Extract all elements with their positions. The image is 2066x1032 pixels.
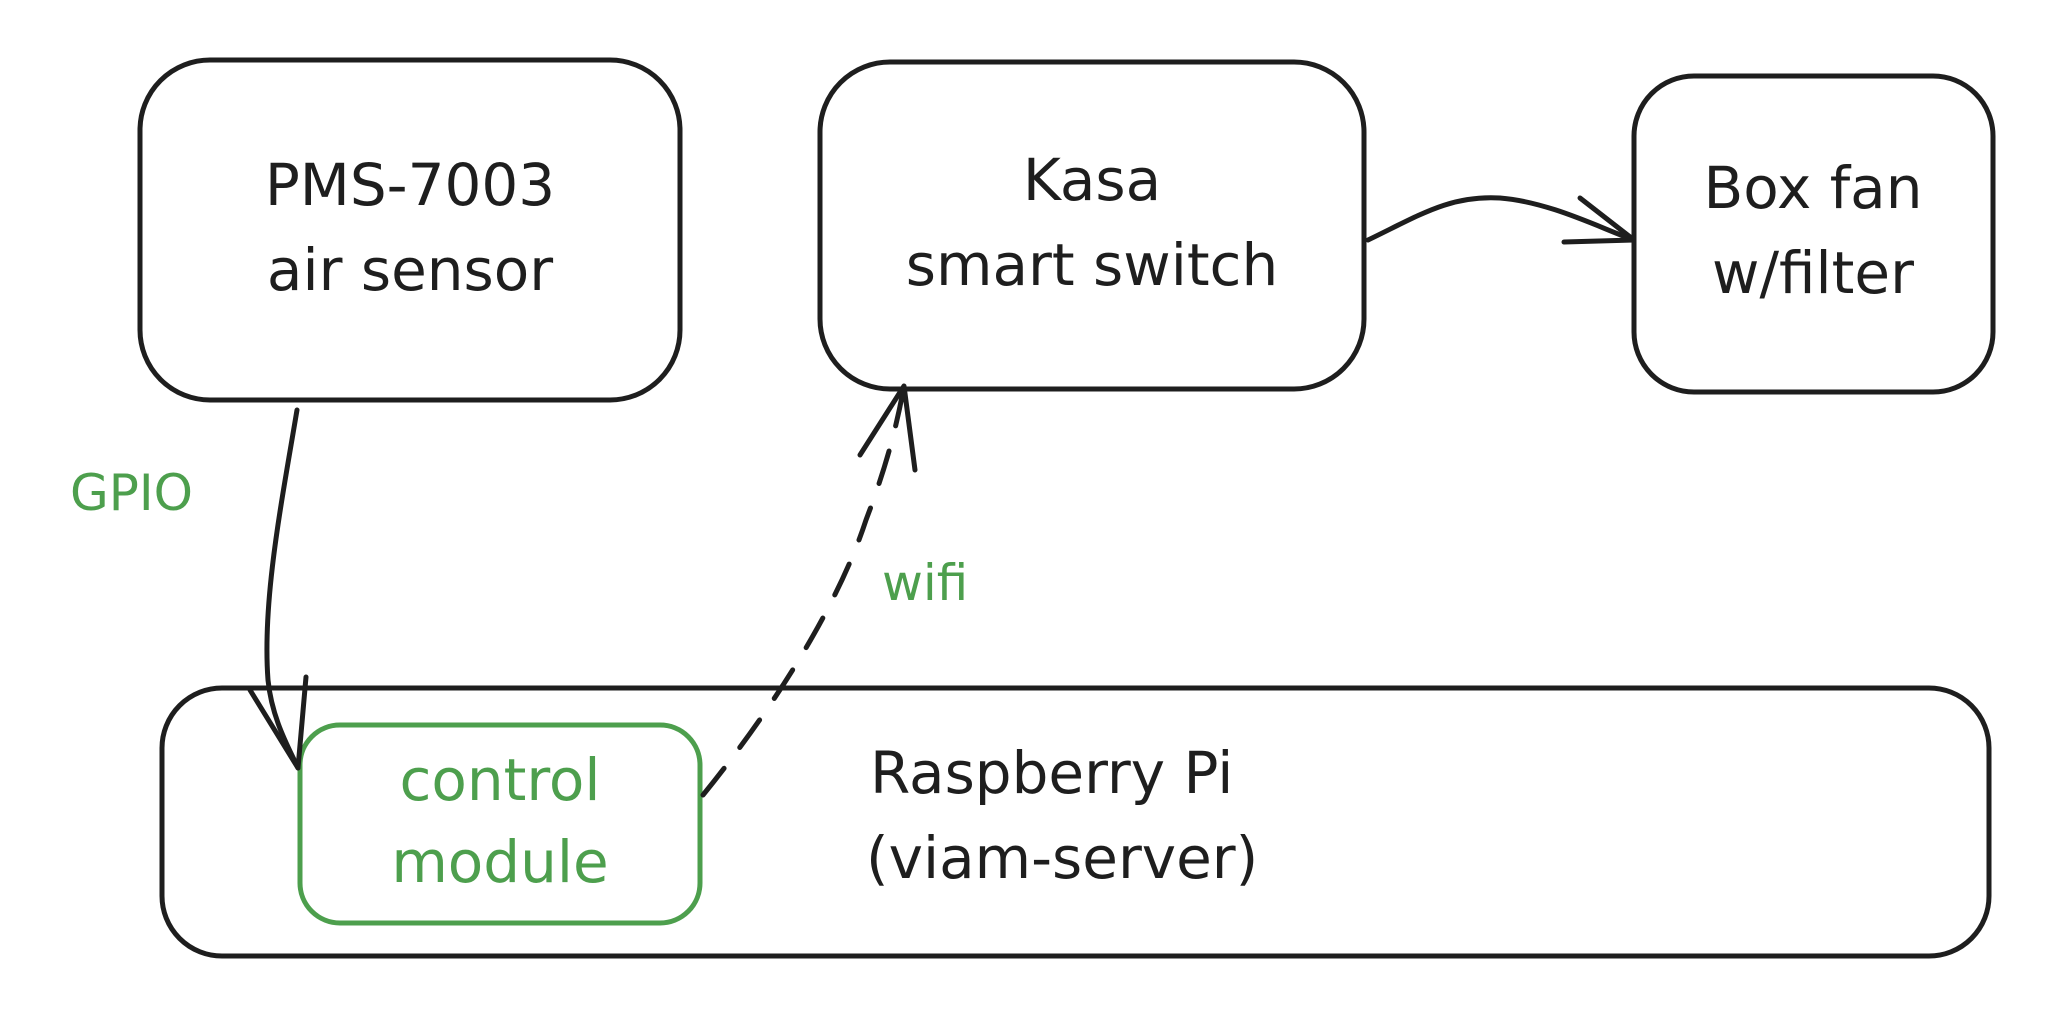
switch-fan-arrowhead-icon — [1561, 195, 1637, 245]
raspberry-pi-title: Raspberry Pi — [870, 739, 1233, 807]
raspberry-pi-box — [159, 685, 1992, 959]
gpio-label: GPIO — [70, 464, 193, 522]
edge-switch-to-fan — [1365, 195, 1637, 245]
control-module-line1: control — [399, 746, 600, 814]
gpio-arrow-line — [264, 407, 301, 771]
control-module-line2: module — [391, 828, 608, 896]
control-module-box — [297, 722, 703, 926]
node-raspberry-pi[interactable]: Raspberry Pi (viam-server) — [159, 685, 1992, 959]
node-box-fan[interactable]: Box fan w/filter — [1631, 73, 1996, 395]
switch-fan-arrow-line — [1365, 195, 1637, 243]
box-fan-box — [1631, 73, 1996, 395]
node-control-module[interactable]: control module — [297, 722, 703, 926]
smart-switch-line1: Kasa — [1023, 146, 1161, 214]
wifi-label: wifi — [882, 554, 968, 612]
smart-switch-box — [817, 59, 1367, 392]
edge-gpio: GPIO — [70, 407, 309, 771]
box-fan-line1: Box fan — [1704, 154, 1923, 222]
node-smart-switch[interactable]: Kasa smart switch — [817, 59, 1367, 392]
box-fan-line2: w/filter — [1712, 239, 1914, 307]
node-air-sensor[interactable]: PMS-7003 air sensor — [137, 57, 683, 403]
smart-switch-line2: smart switch — [906, 231, 1278, 299]
air-sensor-line1: PMS-7003 — [265, 151, 555, 219]
air-sensor-box — [137, 57, 683, 403]
edge-wifi: wifi — [700, 383, 968, 798]
wifi-arrow-line — [700, 383, 907, 798]
wifi-arrowhead-icon — [857, 383, 918, 473]
raspberry-pi-subtitle: (viam-server) — [866, 824, 1258, 892]
gpio-arrowhead-icon — [247, 674, 309, 771]
air-sensor-line2: air sensor — [267, 236, 553, 304]
